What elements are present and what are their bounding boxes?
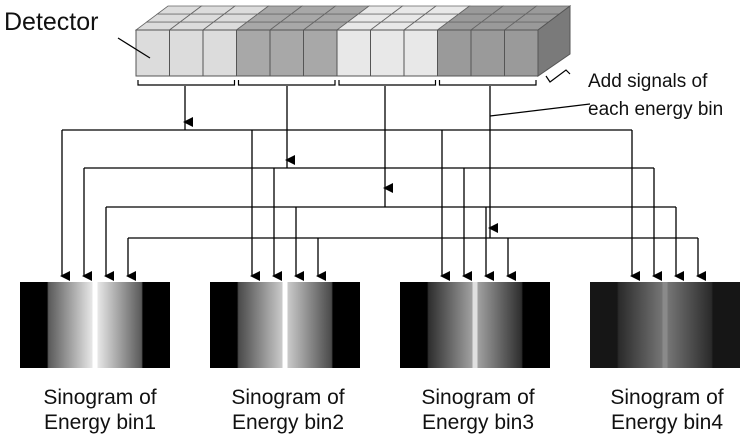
sinogram-center-line (472, 282, 478, 368)
caption-bin4: Sinogram of Energy bin4 (567, 386, 749, 436)
detector-label: Detector (4, 8, 99, 36)
detector-cell (269, 29, 304, 77)
detector-pointer-line (117, 37, 151, 59)
group-bracket (338, 80, 437, 86)
detector-cell (370, 29, 405, 77)
detector-cell (236, 29, 271, 77)
sinogram-center-line (282, 282, 288, 368)
caption-bin1-line2: Energy bin1 (43, 410, 157, 434)
caption-bin2: Sinogram of Energy bin2 (188, 386, 388, 436)
caption-bin3-line2: Energy bin3 (421, 410, 535, 434)
sinograms (20, 282, 740, 368)
detector-cell (336, 29, 371, 77)
note-line-1: Add signals of (588, 71, 708, 92)
detector (117, 5, 572, 77)
detector-cell (470, 29, 505, 77)
detector-cell (169, 29, 204, 77)
group-bracket (137, 80, 236, 86)
detector-cell (504, 29, 539, 77)
group-bracket (237, 80, 336, 86)
caption-bin4-line1: Sinogram of (610, 386, 724, 409)
detector-cell (303, 29, 338, 77)
note-pointer-line (489, 103, 591, 117)
caption-bin3: Sinogram of Energy bin3 (378, 386, 578, 436)
sinogram-center-line (92, 282, 98, 368)
caption-bin2-line2: Energy bin2 (231, 410, 345, 434)
group-bracket (438, 80, 537, 86)
signal-routing (60, 86, 706, 281)
caption-bin1-line1: Sinogram of (43, 386, 157, 409)
caption-bin4-line2: Energy bin4 (610, 410, 724, 434)
detector-cell (437, 29, 472, 77)
caption-bin1: Sinogram of Energy bin1 (0, 386, 200, 436)
side-bracket (545, 69, 571, 83)
caption-bin3-line1: Sinogram of (421, 386, 535, 409)
sinogram-center-line (662, 282, 668, 368)
detector-cell (403, 29, 438, 77)
detector-top-face (134, 5, 572, 31)
caption-bin2-line1: Sinogram of (231, 386, 345, 409)
bin-brackets (137, 80, 537, 86)
detector-side-face (537, 5, 571, 77)
detector-front-face (135, 29, 539, 77)
note-line-2: each energy bin (588, 99, 724, 120)
detector-cell (202, 29, 237, 77)
